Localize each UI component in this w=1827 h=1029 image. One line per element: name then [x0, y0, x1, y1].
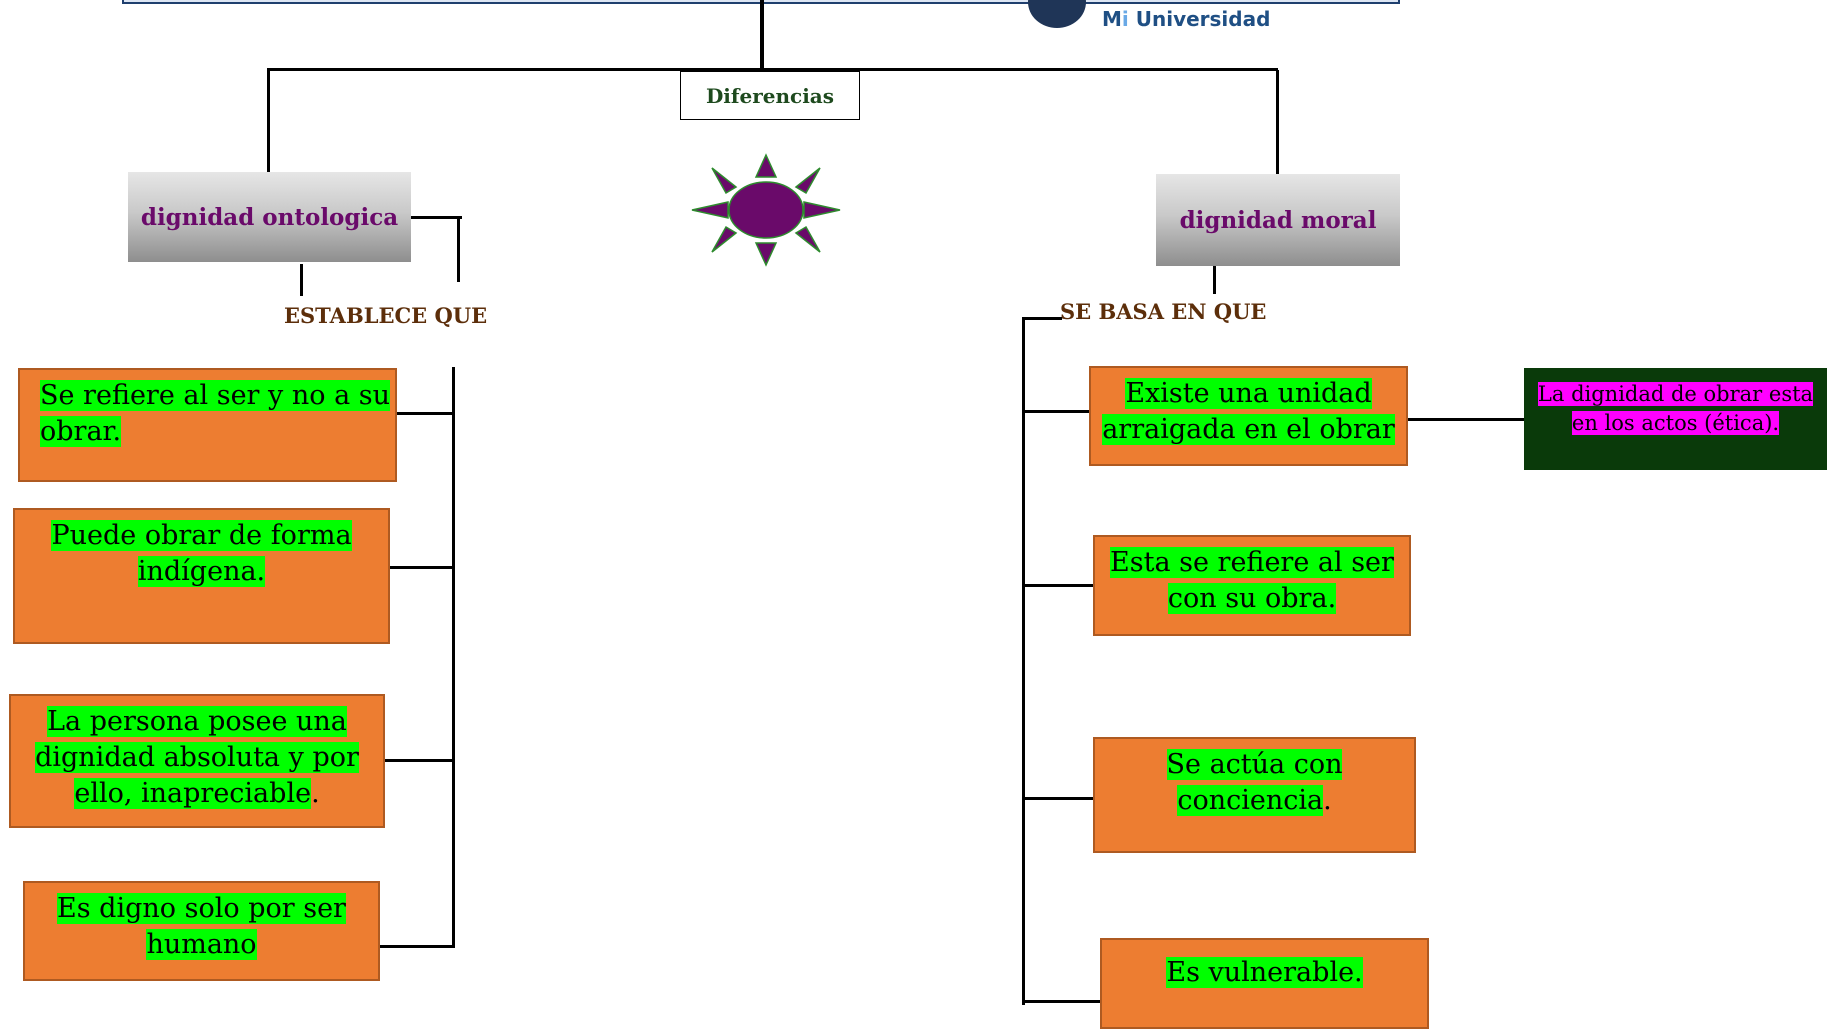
left-item-box: Se refiere al ser y no a su obrar. [18, 368, 397, 482]
root-node-diferencias: Diferencias [680, 71, 860, 120]
right-item-box: Esta se refiere al ser con su obra. [1093, 535, 1411, 636]
right-item-box: Se actúa con conciencia. [1093, 737, 1416, 853]
connector-line [411, 216, 462, 219]
connector-line [1022, 797, 1098, 800]
connector-line [1408, 418, 1524, 421]
connector-line [1022, 1000, 1102, 1003]
university-logo-emblem [1028, 0, 1086, 28]
connector-line [1022, 317, 1062, 320]
connector-line [1213, 266, 1216, 294]
left-item-box: La persona posee una dignidad absoluta y… [9, 694, 385, 828]
connector-label-se-basa-en-que: SE BASA EN QUE [1060, 299, 1267, 324]
connector-line [1022, 317, 1025, 1005]
connector-line [396, 412, 455, 415]
connector-line [380, 945, 455, 948]
category-dignidad-ontologica: dignidad ontologica [128, 172, 411, 262]
connector-line [300, 264, 303, 296]
connector-line [1022, 584, 1094, 587]
right-item-box: Existe una unidad arraigada en el obrar [1089, 366, 1408, 466]
sun-icon [691, 153, 841, 267]
connector-line [390, 566, 455, 569]
category-dignidad-moral: dignidad moral [1156, 174, 1400, 266]
left-item-box: Es digno solo por ser humano [23, 881, 380, 981]
left-item-box: Puede obrar de forma indígena. [13, 508, 390, 644]
connector-line [1022, 410, 1090, 413]
connector-line [457, 216, 460, 282]
connector-line [267, 68, 1278, 71]
connector-line [267, 68, 270, 172]
connector-line [452, 367, 455, 948]
right-item-box: Es vulnerable. [1100, 938, 1429, 1029]
university-logo-text: Mi Universidad [1102, 7, 1271, 31]
connector-label-establece-que: ESTABLECE QUE [284, 303, 488, 328]
note-box-etica: La dignidad de obrar esta en los actos (… [1524, 368, 1827, 470]
connector-line [760, 0, 764, 72]
connector-line [1276, 70, 1279, 174]
connector-line [384, 759, 455, 762]
